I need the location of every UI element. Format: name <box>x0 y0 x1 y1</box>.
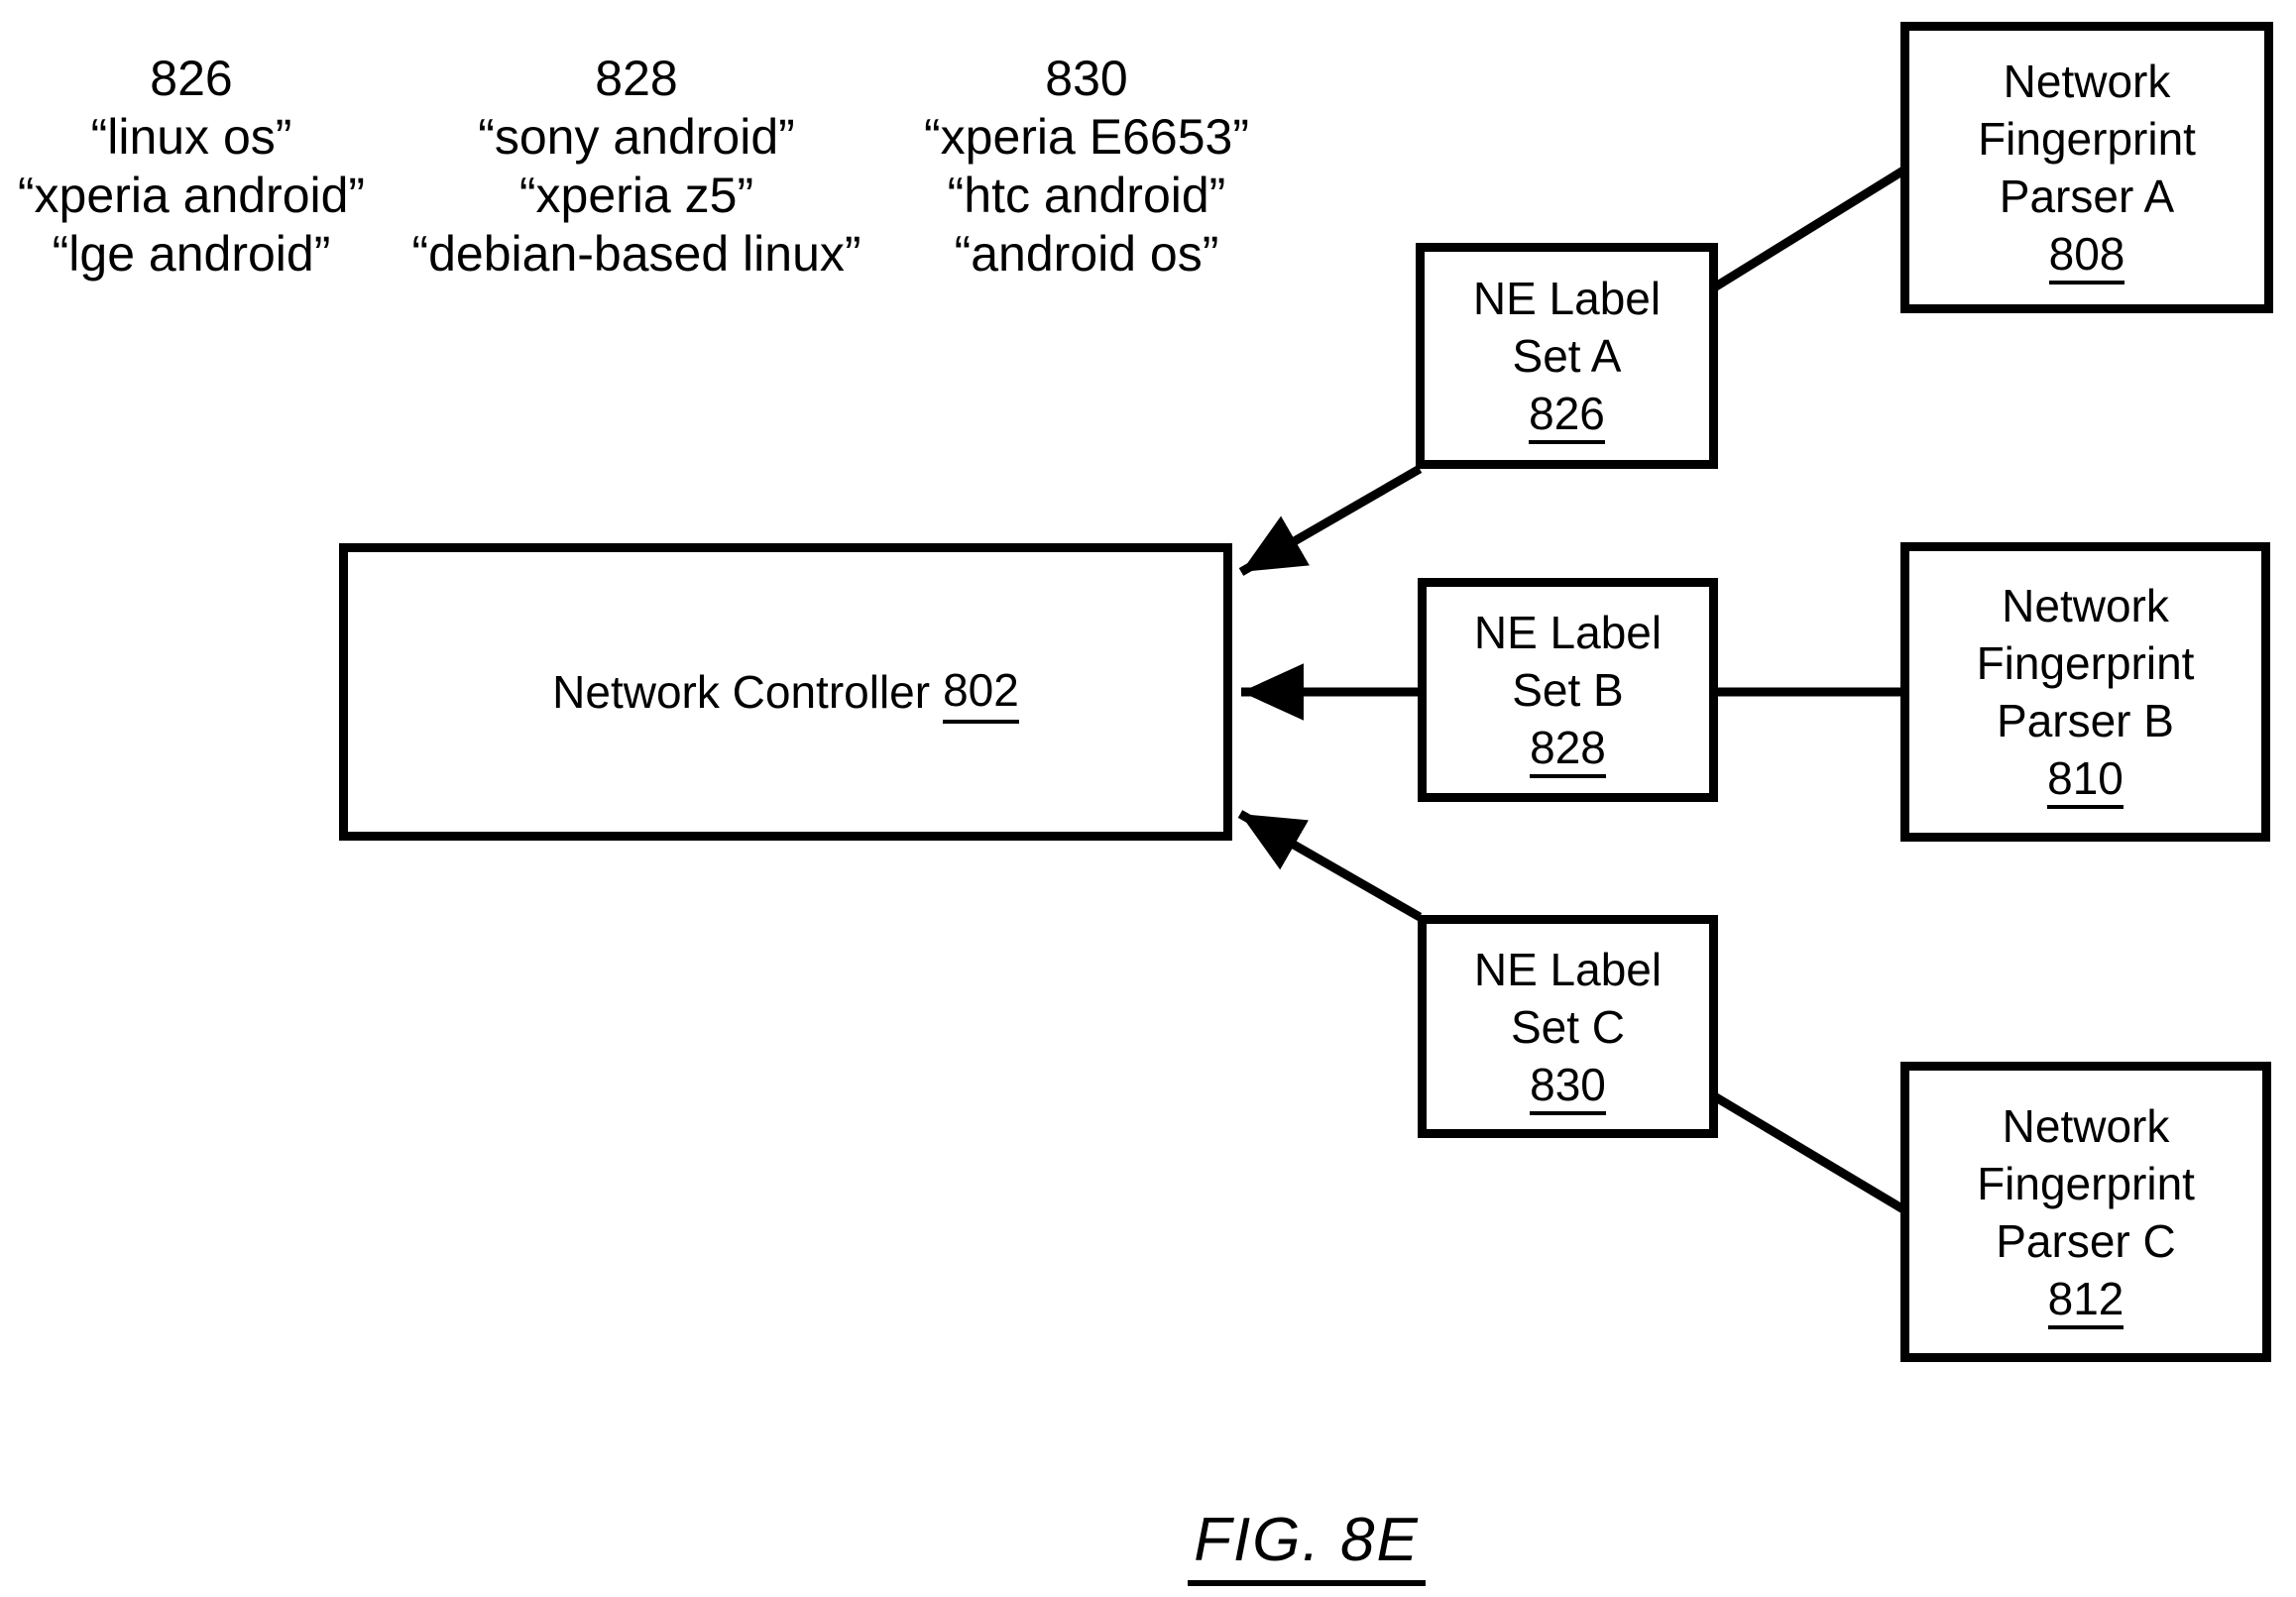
ne-label-set-a-line1: NE Label <box>1472 273 1662 324</box>
network-controller-label: Network Controller <box>552 666 931 718</box>
ne-label-set-b-box: NE Label Set B 828 <box>1418 578 1718 802</box>
figure-caption: FIG. 8E <box>1158 1505 1455 1586</box>
label-group-ref: 830 <box>1045 51 1128 106</box>
parser-a-line2: Fingerprint <box>1978 113 2196 165</box>
label-group-826: 826 “linux os” “xperia android” “lge and… <box>0 50 400 284</box>
parser-c-line3: Parser C <box>1996 1214 2176 1267</box>
label-line: “lge android” <box>52 226 331 282</box>
ne-label-set-c-ref: 830 <box>1530 1058 1606 1115</box>
parser-b-line1: Network <box>2002 580 2169 631</box>
connector-ne-a-to-controller <box>1238 465 1423 576</box>
ne-label-set-b-ref: 828 <box>1530 722 1606 778</box>
parser-b-box: Network Fingerprint Parser B 810 <box>1900 542 2270 842</box>
parser-c-line1: Network <box>2002 1099 2170 1152</box>
parser-b-line2: Fingerprint <box>1976 637 2195 689</box>
parser-a-line3: Parser A <box>1999 171 2175 222</box>
connector-ne-c-to-controller <box>1237 810 1423 921</box>
label-line: “linux os” <box>90 109 292 165</box>
parser-a-box: Network Fingerprint Parser A 808 <box>1900 22 2273 313</box>
network-controller-box: Network Controller 802 <box>339 543 1232 841</box>
label-group-ref: 828 <box>595 51 678 106</box>
network-controller-ref: 802 <box>943 661 1019 724</box>
label-group-828: 828 “sony android” “xperia z5” “debian-b… <box>389 50 884 284</box>
ne-label-set-a-box: NE Label Set A 826 <box>1416 243 1718 469</box>
parser-a-line1: Network <box>2003 56 2171 107</box>
ne-label-set-c-line2: Set C <box>1510 1000 1626 1053</box>
parser-c-ref: 812 <box>2047 1272 2124 1329</box>
label-line: “xperia android” <box>17 168 366 223</box>
parser-a-ref: 808 <box>2048 228 2125 285</box>
parser-c-box: Network Fingerprint Parser C 812 <box>1900 1062 2271 1362</box>
label-line: “htc android” <box>947 168 1226 223</box>
connector-parser-c-to-ne-c <box>1708 1090 1906 1213</box>
label-group-830: 830 “xperia E6653” “htc android” “androi… <box>859 50 1315 284</box>
parser-b-ref: 810 <box>2047 752 2124 809</box>
ne-label-set-c-line1: NE Label <box>1473 943 1663 995</box>
ne-label-set-b-line1: NE Label <box>1473 607 1663 658</box>
label-line: “debian-based linux” <box>411 226 861 282</box>
parser-b-line3: Parser B <box>1997 695 2174 746</box>
ne-label-set-b-line2: Set B <box>1512 664 1624 716</box>
ne-label-set-a-ref: 826 <box>1529 388 1605 444</box>
label-line: “sony android” <box>478 109 795 165</box>
ne-label-set-c-box: NE Label Set C 830 <box>1418 915 1718 1138</box>
label-line: “xperia z5” <box>518 168 754 223</box>
parser-c-line2: Fingerprint <box>1977 1157 2195 1209</box>
figure-caption-text: FIG. 8E <box>1188 1506 1426 1586</box>
label-line: “android os” <box>954 226 1219 282</box>
label-line: “xperia E6653” <box>924 109 1249 165</box>
label-group-ref: 826 <box>150 51 233 106</box>
connector-parser-a-to-ne-a <box>1708 167 1906 293</box>
ne-label-set-a-line2: Set A <box>1512 330 1622 382</box>
